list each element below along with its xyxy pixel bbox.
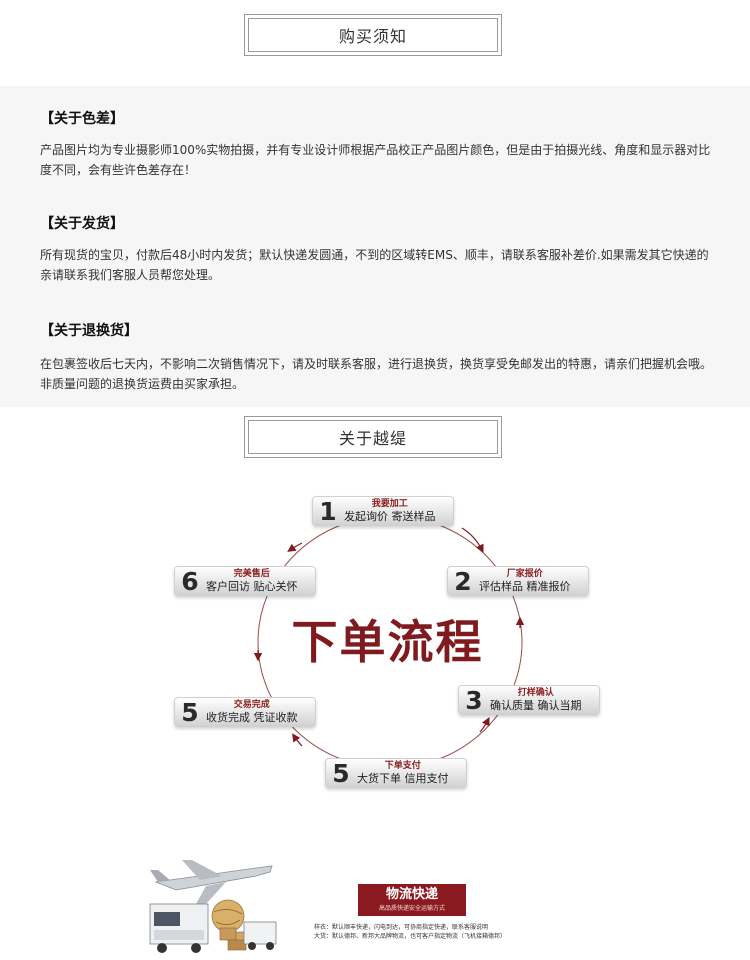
truck-icon [149,903,209,953]
step-text: 客户回访 贴心关怀 [206,579,298,593]
about-title: 关于越缇 [248,420,498,454]
step-text: 评估样品 精准报价 [479,579,571,593]
step-tag: 我要加工 [371,498,408,509]
section-body: 在包裹签收后七天内，不影响二次销售情况下，请及时联系客服，进行退换货，换货享受免… [40,357,713,391]
arrow-6-1 [287,542,303,552]
step-text: 收货完成 凭证收款 [206,710,298,724]
step-number: 2 [454,566,472,596]
shipping-note-bulk: 大货：默认德邦、新邦大品牌物流，也可客户指定物流（飞机接箱德邦） [314,933,507,940]
purchase-notice-header: 购买须知 [244,14,502,56]
step-number: 1 [319,496,337,526]
step-6: 6 完美售后客户回访 贴心关怀 [174,566,316,596]
about-header: 关于越缇 [244,416,502,458]
arrow-4-5 [292,733,303,747]
notice-section-returns: 【关于退换货】 在包裹签收后七天内，不影响二次销售情况下，请及时联系客服，进行退… [40,320,720,394]
step-number: 5 [332,758,350,788]
purchase-notice-title: 购买须知 [248,18,498,52]
step-tag: 打样确认 [517,687,554,698]
badge-title: 物流快递 [385,887,438,902]
section-heading: 【关于发货】 [40,216,124,232]
airplane-icon [150,860,273,904]
section-heading: 【关于退换货】 [40,323,138,339]
step-tag: 交易完成 [233,699,270,710]
step-text: 大货下单 信用支付 [357,771,449,785]
van-icon [243,921,277,950]
order-process-diagram: 1 我要加工发起询价 寄送样品 2 厂家报价评估样品 精准报价 3 打样确认确认… [170,488,610,798]
process-title: 下单流程 [291,615,484,669]
notice-section-shipping: 【关于发货】 所有现货的宝贝，付款后48小时内发货；默认快递发圆通，不到的区域转… [40,213,720,285]
step-text: 发起询价 寄送样品 [344,509,436,523]
shipping-note-sample: 样衣：默认顺丰快递，闪电到达，可协商指定快递，联系客服说明 [314,924,489,931]
step-number: 6 [181,566,199,596]
globe-icon [211,899,245,933]
arrow-1-2 [461,527,484,554]
step-tag: 下单支付 [384,760,421,771]
step-2: 2 厂家报价评估样品 精准报价 [447,566,589,596]
arrow-3-4 [479,716,490,733]
notice-section-color: 【关于色差】 产品图片均为专业摄影师100%实物拍摄，并有专业设计师根据产品校正… [40,108,720,180]
boxes-icon [219,927,251,951]
badge-subtitle: 高品质快递安全运输方式 [378,905,445,912]
purchase-notice-panel: 【关于色差】 产品图片均为专业摄影师100%实物拍摄，并有专业设计师根据产品校正… [0,86,750,407]
step-3: 3 打样确认确认质量 确认当期 [458,685,600,715]
logistics-banner: 物流快递 高品质快递安全运输方式 样衣：默认顺丰快递，闪电到达，可协商指定快递，… [136,860,556,960]
section-body: 所有现货的宝贝，付款后48小时内发货；默认快递发圆通，不到的区域转EMS、顺丰，… [40,248,709,282]
section-heading: 【关于色差】 [40,111,124,127]
step-4: 5 下单支付大货下单 信用支付 [325,758,467,788]
step-tag: 完美售后 [233,568,270,579]
step-number: 5 [181,697,199,727]
step-1: 1 我要加工发起询价 寄送样品 [312,496,454,526]
step-5: 5 交易完成收货完成 凭证收款 [174,697,316,727]
logistics-illustration [149,860,277,953]
step-number: 3 [465,685,483,715]
logistics-badge: 物流快递 高品质快递安全运输方式 [358,884,466,916]
section-body: 产品图片均为专业摄影师100%实物拍摄，并有专业设计师根据产品校正产品图片颜色，… [40,143,711,177]
step-text: 确认质量 确认当期 [490,698,582,712]
step-tag: 厂家报价 [506,568,543,579]
